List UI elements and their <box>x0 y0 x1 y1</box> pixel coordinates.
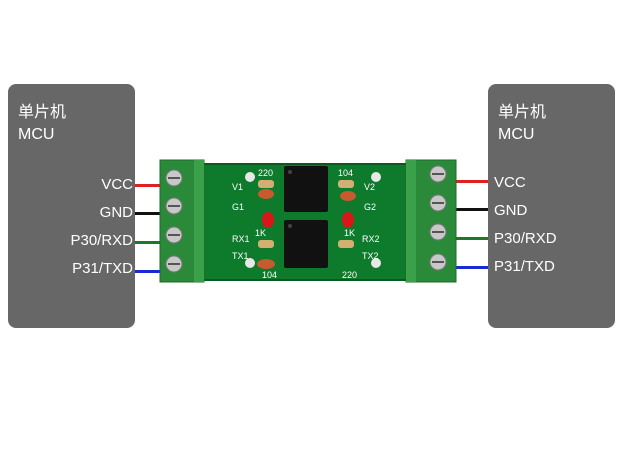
capacitor <box>258 189 274 199</box>
board-label-tx1: TX1 <box>232 251 249 261</box>
right-mcu-box: 单片机 MCU VCC GND P30/RXD P31/TXD <box>488 84 615 328</box>
board-label-v1: V1 <box>232 182 243 192</box>
left-wire-vcc <box>135 184 165 187</box>
board-label-rx1: RX1 <box>232 234 250 244</box>
left-pin-gnd: GND <box>99 204 133 221</box>
capacitor <box>340 191 356 201</box>
board-label-g2: G2 <box>364 202 376 212</box>
capacitor <box>257 259 275 269</box>
led-right <box>342 212 354 228</box>
board-label-v2: V2 <box>364 182 375 192</box>
left-mcu-box: 单片机 MCU VCC GND P30/RXD P31/TXD <box>8 84 135 328</box>
board-label-1k-left: 1K <box>255 228 266 238</box>
led-left <box>262 212 274 228</box>
left-terminal-block <box>159 159 205 283</box>
optocoupler-chip <box>284 166 328 212</box>
mounting-hole <box>245 172 255 182</box>
resistor <box>258 240 274 248</box>
right-wire-gnd <box>452 208 488 211</box>
mounting-hole <box>371 258 381 268</box>
left-mcu-title-cn: 单片机 <box>18 104 67 121</box>
board-label-rx2: RX2 <box>362 234 380 244</box>
board-label-220-top: 220 <box>258 168 273 178</box>
board-label-tx2: TX2 <box>362 251 379 261</box>
left-pin-txd: P31/TXD <box>72 260 133 277</box>
resistor <box>258 180 274 188</box>
right-wire-vcc <box>452 180 488 183</box>
right-pin-gnd: GND <box>494 202 528 219</box>
mounting-hole <box>371 172 381 182</box>
right-mcu-title-cn: 单片机 <box>498 104 547 121</box>
left-wire-txd <box>135 270 165 273</box>
board-label-104-bottom: 104 <box>262 270 277 280</box>
left-wire-rxd <box>135 241 165 244</box>
board-label-g1: G1 <box>232 202 244 212</box>
resistor <box>338 240 354 248</box>
left-wire-gnd <box>135 212 165 215</box>
mounting-hole <box>245 258 255 268</box>
right-pin-vcc: VCC <box>494 174 526 191</box>
left-pin-vcc: VCC <box>101 176 133 193</box>
isolation-module-board: V1 G1 RX1 TX1 V2 G2 RX2 TX2 220 104 1K 1… <box>159 159 457 283</box>
right-wire-txd <box>452 266 488 269</box>
board-label-104-top: 104 <box>338 168 353 178</box>
left-mcu-title-en: MCU <box>18 126 55 143</box>
right-pin-rxd: P30/RXD <box>494 230 557 247</box>
left-pin-rxd: P30/RXD <box>70 232 133 249</box>
right-pin-txd: P31/TXD <box>494 258 555 275</box>
optocoupler-chip <box>284 220 328 268</box>
right-mcu-title-en: MCU <box>498 126 535 143</box>
right-terminal-block <box>405 159 457 283</box>
board-label-1k-right: 1K <box>344 228 355 238</box>
board-label-220-bottom: 220 <box>342 270 357 280</box>
resistor <box>338 180 354 188</box>
right-wire-rxd <box>452 237 488 240</box>
